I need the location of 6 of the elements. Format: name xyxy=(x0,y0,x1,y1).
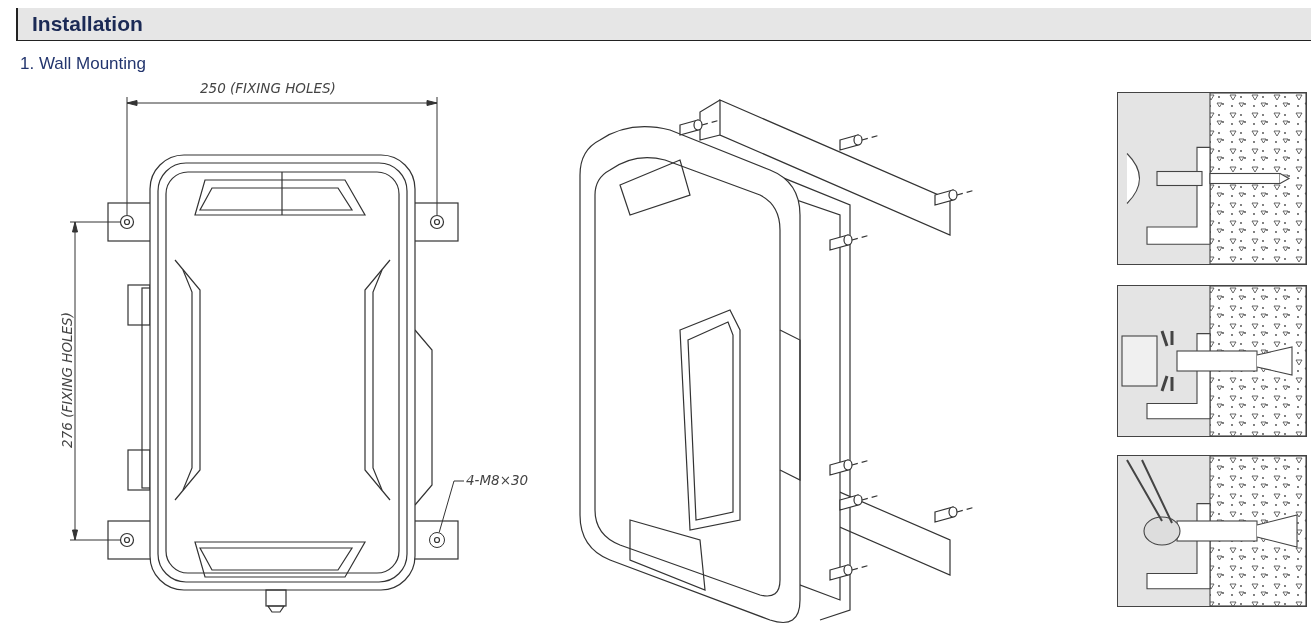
dimension-label: 250 (FIXING HOLES) xyxy=(200,80,336,96)
callout-label: 4-M8×30 xyxy=(466,472,529,488)
leader-line xyxy=(438,480,465,533)
dimension-label: 276 (FIXING HOLES) xyxy=(59,311,75,450)
section-title: Installation xyxy=(32,12,143,36)
subsection-heading: 1. Wall Mounting xyxy=(20,54,146,74)
